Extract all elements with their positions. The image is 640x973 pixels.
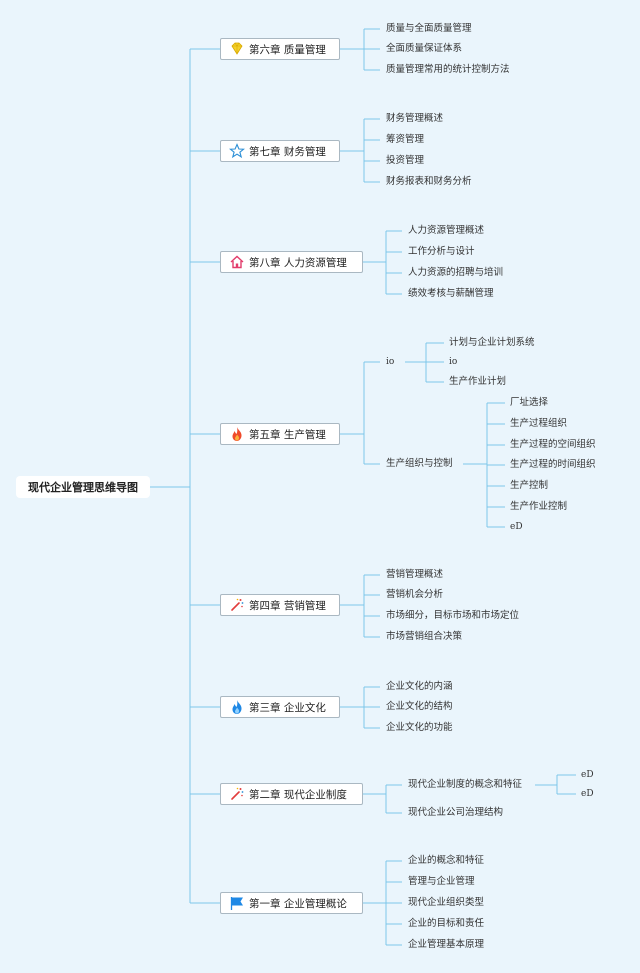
topic-node[interactable]: 全面质量保证体系 xyxy=(386,43,463,54)
topic-node[interactable]: 现代企业公司治理结构 xyxy=(408,807,504,818)
home-icon xyxy=(229,254,245,270)
chapter-label: 第四章 营销管理 xyxy=(249,599,326,612)
subtopic-node[interactable]: 生产作业控制 xyxy=(510,501,568,512)
chapter-node-culture[interactable]: 第三章 企业文化 xyxy=(220,696,340,718)
magic-wand-icon xyxy=(229,597,245,613)
subtopic-node[interactable]: eD xyxy=(581,770,594,780)
subtopic-node[interactable]: io xyxy=(449,357,458,367)
topic-node[interactable]: 企业文化的结构 xyxy=(386,701,453,712)
topic-node[interactable]: 筹资管理 xyxy=(386,134,425,145)
topic-node[interactable]: 生产组织与控制 xyxy=(386,458,453,469)
chapter-node-hr[interactable]: 第八章 人力资源管理 xyxy=(220,251,363,273)
topic-node[interactable]: 绩效考核与薪酬管理 xyxy=(408,288,494,299)
fire-icon xyxy=(229,426,245,442)
subtopic-node[interactable]: eD xyxy=(510,522,523,532)
chapter-label: 第一章 企业管理概论 xyxy=(249,897,347,910)
topic-node[interactable]: 企业文化的内涵 xyxy=(386,681,453,692)
topic-node[interactable]: 投资管理 xyxy=(386,155,425,166)
subtopic-node[interactable]: 生产过程的时间组织 xyxy=(510,459,596,470)
chapter-label: 第三章 企业文化 xyxy=(249,701,326,714)
topic-node[interactable]: 市场营销组合决策 xyxy=(386,631,463,642)
chapter-label: 第八章 人力资源管理 xyxy=(249,256,347,269)
chapter-node-marketing[interactable]: 第四章 营销管理 xyxy=(220,594,340,616)
topic-node[interactable]: 企业的概念和特征 xyxy=(408,855,485,866)
topic-node[interactable]: 工作分析与设计 xyxy=(408,246,475,257)
topic-node[interactable]: 现代企业制度的概念和特征 xyxy=(408,779,523,790)
chapter-label: 第五章 生产管理 xyxy=(249,428,326,441)
topic-node[interactable]: 营销机会分析 xyxy=(386,589,444,600)
topic-node[interactable]: 现代企业组织类型 xyxy=(408,897,485,908)
topic-node[interactable]: 企业管理基本原理 xyxy=(408,939,485,950)
chapter-node-introduction[interactable]: 第一章 企业管理概论 xyxy=(220,892,363,914)
root-node[interactable]: 现代企业管理思维导图 xyxy=(16,476,150,498)
topic-node[interactable]: 人力资源管理概述 xyxy=(408,225,485,236)
topic-node[interactable]: 管理与企业管理 xyxy=(408,876,475,887)
topic-node[interactable]: 财务报表和财务分析 xyxy=(386,176,472,187)
chapter-node-finance[interactable]: 第七章 财务管理 xyxy=(220,140,340,162)
topic-node[interactable]: 人力资源的招聘与培训 xyxy=(408,267,504,278)
subtopic-node[interactable]: 生产过程组织 xyxy=(510,418,568,429)
subtopic-node[interactable]: 计划与企业计划系统 xyxy=(449,337,535,348)
diamond-icon xyxy=(229,41,245,57)
topic-node[interactable]: 企业的目标和责任 xyxy=(408,918,485,929)
topic-node[interactable]: 企业文化的功能 xyxy=(386,722,453,733)
topic-node[interactable]: 营销管理概述 xyxy=(386,569,444,580)
subtopic-node[interactable]: 生产作业计划 xyxy=(449,376,507,387)
subtopic-node[interactable]: 厂址选择 xyxy=(510,397,549,408)
star-icon xyxy=(229,143,245,159)
flag-icon xyxy=(229,895,245,911)
subtopic-node[interactable]: eD xyxy=(581,789,594,799)
chapter-node-production[interactable]: 第五章 生产管理 xyxy=(220,423,340,445)
topic-node[interactable]: 财务管理概述 xyxy=(386,113,444,124)
flame-blue-icon xyxy=(229,699,245,715)
chapter-node-enterprise-system[interactable]: 第二章 现代企业制度 xyxy=(220,783,363,805)
topic-node[interactable]: io xyxy=(386,357,395,367)
chapter-label: 第二章 现代企业制度 xyxy=(249,788,347,801)
subtopic-node[interactable]: 生产过程的空间组织 xyxy=(510,439,596,450)
chapter-node-quality[interactable]: 第六章 质量管理 xyxy=(220,38,340,60)
magic-wand-icon xyxy=(229,786,245,802)
topic-node[interactable]: 质量与全面质量管理 xyxy=(386,23,472,34)
chapter-label: 第七章 财务管理 xyxy=(249,145,326,158)
chapter-label: 第六章 质量管理 xyxy=(249,43,326,56)
subtopic-node[interactable]: 生产控制 xyxy=(510,480,549,491)
topic-node[interactable]: 市场细分，目标市场和市场定位 xyxy=(386,610,520,621)
topic-node[interactable]: 质量管理常用的统计控制方法 xyxy=(386,64,510,75)
